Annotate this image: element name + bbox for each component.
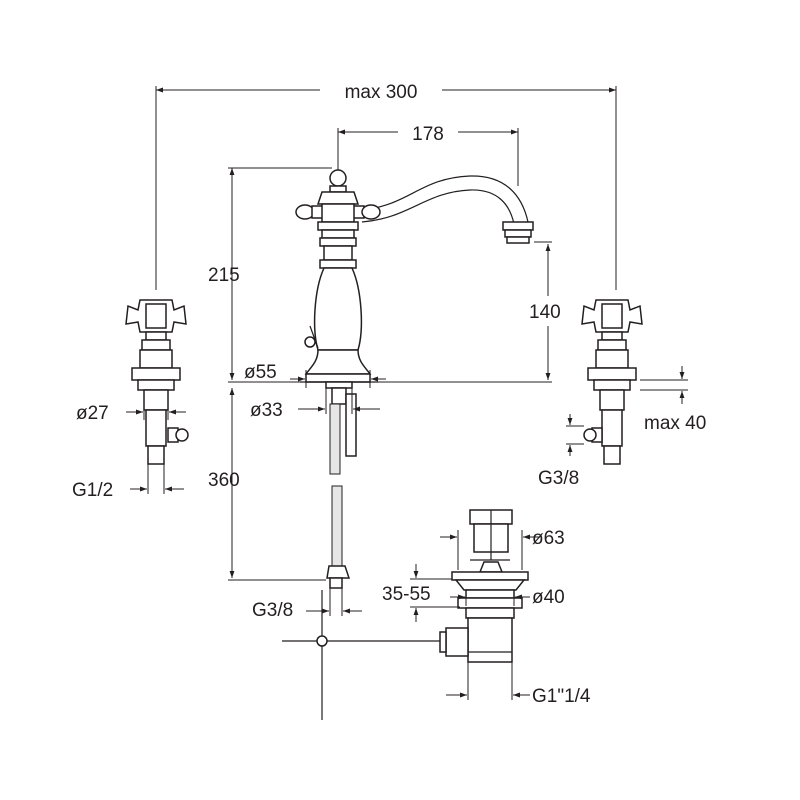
label-215: 215	[208, 265, 240, 286]
label-max-300: max 300	[345, 82, 418, 103]
label-dia-63: ø63	[532, 528, 565, 549]
left-valve	[125, 299, 189, 465]
label-dia-55: ø55	[244, 362, 277, 383]
label-dia-40: ø40	[532, 587, 565, 608]
label-g1-2: G1/2	[72, 480, 113, 501]
label-dia-33: ø33	[250, 400, 283, 421]
dimension-lines	[126, 86, 688, 700]
waste-assembly	[282, 509, 529, 720]
label-dia-27: ø27	[76, 403, 109, 424]
label-140: 140	[529, 302, 561, 323]
label-g3-8-valve: G3/8	[538, 468, 579, 489]
label-max-40: max 40	[644, 413, 706, 434]
right-valve	[581, 299, 643, 465]
label-360: 360	[208, 470, 240, 491]
label-178: 178	[412, 124, 444, 145]
mixer-body	[295, 169, 534, 589]
label-35-55: 35-55	[382, 584, 431, 605]
label-g1-1-4: G1"1/4	[532, 686, 591, 707]
label-g3-8-hose: G3/8	[252, 600, 293, 621]
